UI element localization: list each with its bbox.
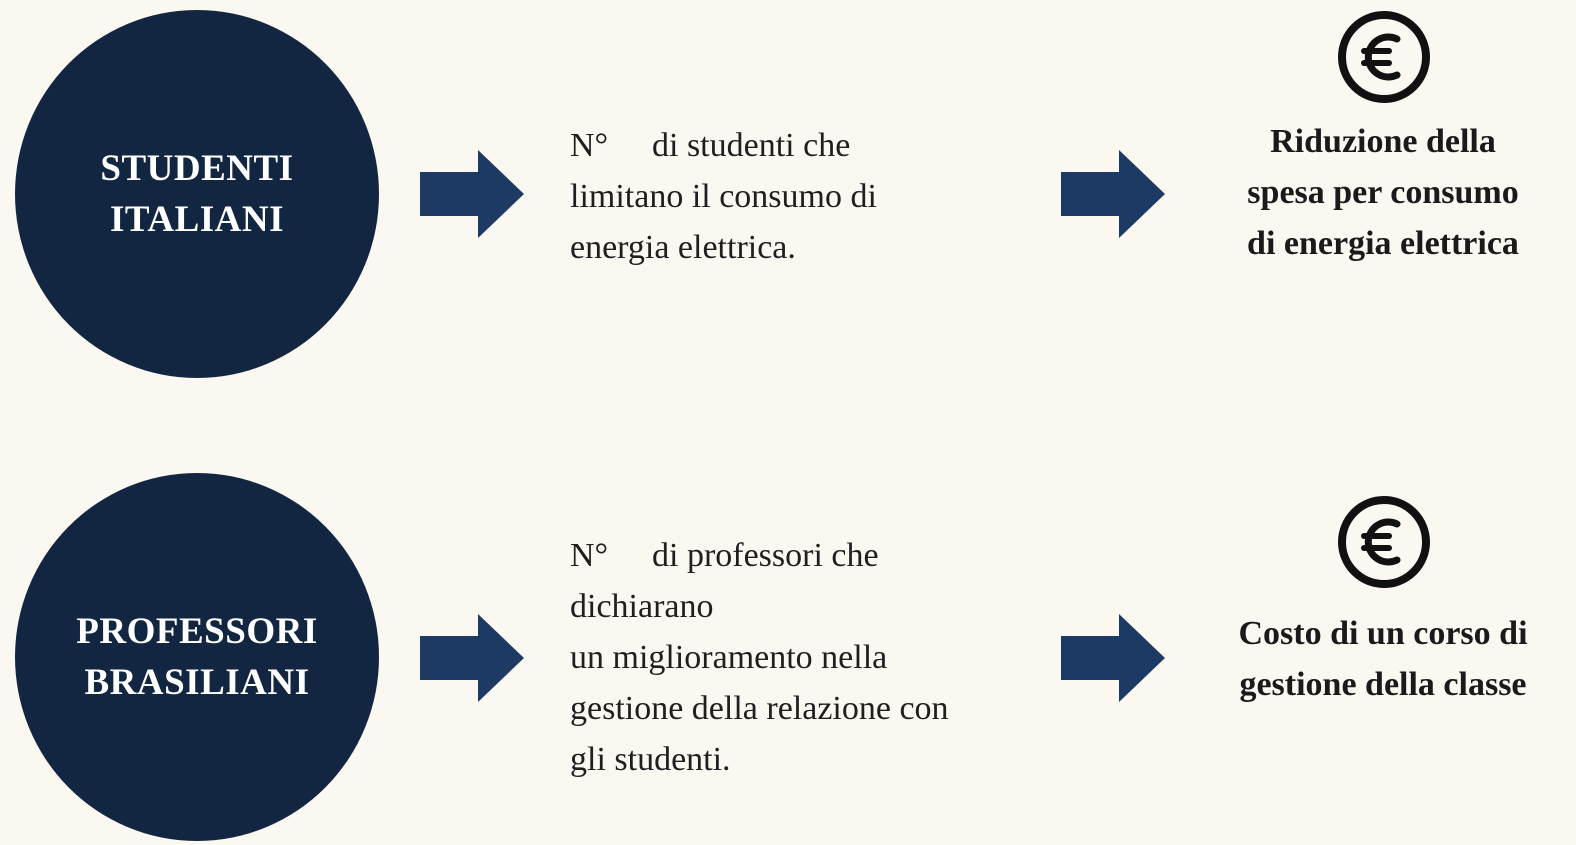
outcome-text-energia: Riduzione della spesa per consumo di ene… (1200, 116, 1566, 269)
euro-coin-icon (1337, 495, 1431, 589)
metric-prefix: N° (570, 127, 609, 164)
group-label-line: ITALIANI (110, 199, 284, 240)
outcome-line: gestione della classe (1239, 666, 1527, 703)
group-label-line: BRASILIANI (84, 662, 310, 703)
metric-line: di studenti che (652, 127, 851, 164)
group-circle-professori-brasiliani: PROFESSORI BRASILIANI (15, 473, 379, 841)
outcome-line: spesa per consumo (1247, 174, 1519, 211)
metric-prefix: N° (570, 537, 609, 574)
group-label-line: STUDENTI (100, 148, 294, 189)
metric-line: gli studenti. (570, 741, 731, 778)
metric-line: di professori che (652, 537, 879, 574)
metric-line: un miglioramento nella (570, 639, 888, 676)
arrow-right-icon (1061, 150, 1165, 238)
outcome-line: Riduzione della (1270, 123, 1496, 160)
metric-line: dichiarano (570, 588, 714, 625)
outcome-line: di energia elettrica (1247, 225, 1519, 262)
euro-coin-icon (1337, 10, 1431, 104)
outcome-line: Costo di un corso di (1238, 615, 1528, 652)
metric-line: energia elettrica. (570, 229, 796, 266)
arrow-right-icon (420, 614, 524, 702)
group-circle-studenti-italiani: STUDENTI ITALIANI (15, 10, 379, 378)
metric-text-professori: N° di professori che dichiarano un miglio… (570, 530, 949, 785)
group-label-line: PROFESSORI (76, 611, 318, 652)
arrow-right-icon (420, 150, 524, 238)
metric-text-studenti: N° di studenti che limitano il consumo di… (570, 120, 877, 273)
metric-line: gestione della relazione con (570, 690, 949, 727)
metric-line: limitano il consumo di (570, 178, 877, 215)
arrow-right-icon (1061, 614, 1165, 702)
outcome-text-corso: Costo di un corso di gestione della clas… (1195, 608, 1571, 710)
